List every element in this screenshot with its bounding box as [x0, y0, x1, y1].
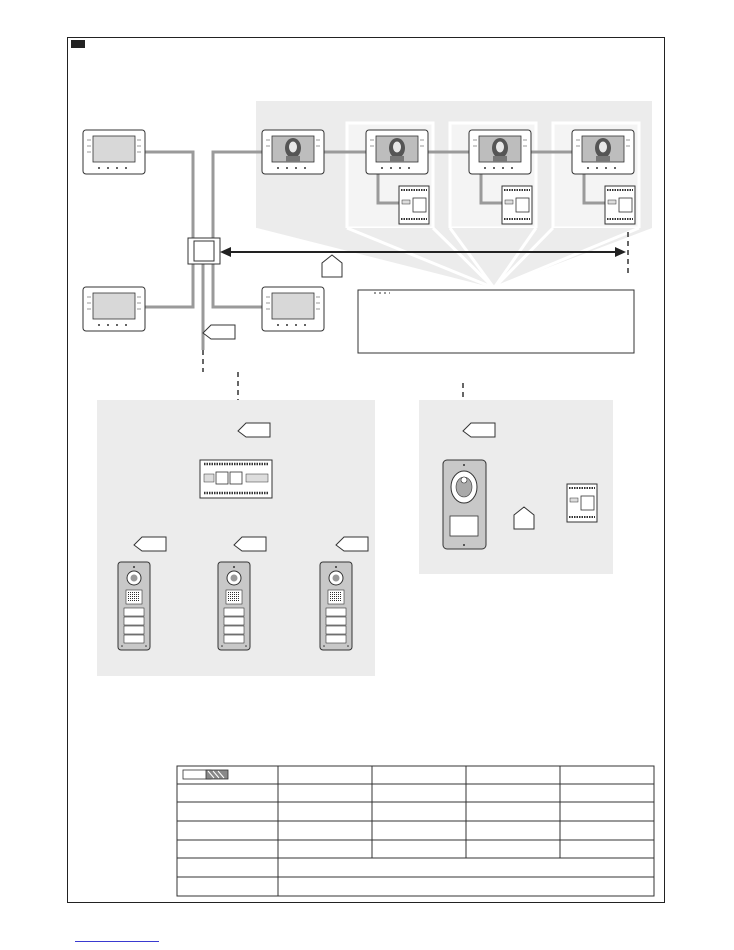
monitor-icon	[82, 286, 146, 332]
cable-tag-icon	[202, 324, 236, 340]
power-supply-icon	[398, 185, 430, 225]
door-entry-panel-icon	[319, 561, 353, 651]
distributor-icon	[187, 237, 221, 265]
section-marker	[71, 40, 85, 48]
door-entry-panel-icon	[217, 561, 251, 651]
video-monitor-icon	[468, 129, 532, 175]
monitor-icon	[261, 286, 325, 332]
camera-panel-icon	[442, 459, 487, 550]
cable-tag-icon	[321, 254, 343, 278]
door-entry-panel-icon	[117, 561, 151, 651]
power-supply-icon	[501, 185, 533, 225]
power-supply-icon	[604, 185, 636, 225]
cable-icon	[182, 769, 229, 780]
video-monitor-icon	[571, 129, 635, 175]
cable-table	[176, 765, 655, 897]
video-monitor-icon	[365, 129, 429, 175]
footer-link-underline	[75, 941, 159, 942]
power-supply-icon	[566, 483, 598, 523]
diagram-frame	[67, 37, 665, 903]
note-box	[357, 289, 635, 354]
callout-fan	[257, 228, 652, 288]
controller-icon	[199, 459, 273, 499]
range-arrow	[220, 247, 626, 257]
video-monitor-icon	[261, 129, 325, 175]
monitor-icon	[82, 129, 146, 175]
